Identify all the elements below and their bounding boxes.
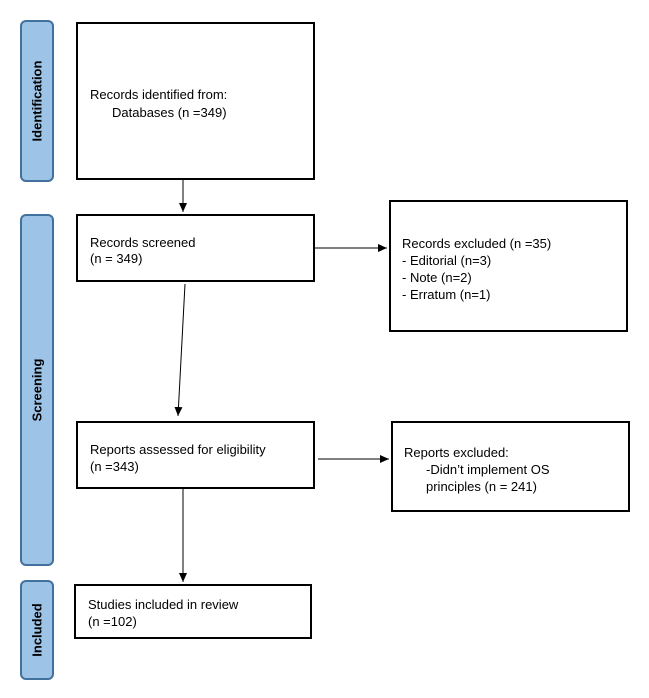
records-identified-count: Databases (n =349) [112, 105, 227, 120]
reports-excluded-count: principles (n = 241) [426, 479, 537, 494]
arrow-screened-to-assessed [174, 283, 186, 417]
studies-included-box: Studies included in review (n =102) [74, 584, 312, 639]
studies-included-count: (n =102) [88, 614, 137, 629]
reports-assessed-label: Reports assessed for eligibility [90, 442, 266, 457]
records-screened-count: (n = 349) [90, 251, 143, 266]
phase-included: Included [20, 580, 54, 680]
reports-assessed-box: Reports assessed for eligibility (n =343… [76, 421, 315, 489]
records-excluded-editorial: - Editorial (n=3) [402, 253, 492, 268]
records-excluded-erratum: - Erratum (n=1) [402, 287, 491, 302]
phase-identification: Identification [20, 20, 54, 182]
reports-excluded-reason: -Didn’t implement OS [426, 462, 550, 477]
reports-excluded-box: Reports excluded: -Didn’t implement OS p… [391, 421, 630, 512]
studies-included-label: Studies included in review [88, 597, 239, 612]
records-excluded-label: Records excluded (n =35) [402, 236, 552, 251]
records-screened-label: Records screened [90, 235, 196, 250]
records-excluded-note: - Note (n=2) [402, 270, 472, 285]
records-identified-label: Records identified from: [90, 87, 228, 102]
records-excluded-box: Records excluded (n =35) - Editorial (n=… [389, 200, 628, 332]
reports-excluded-label: Reports excluded: [404, 445, 509, 460]
records-identified-box: Records identified from: Databases (n =3… [76, 22, 315, 180]
reports-assessed-count: (n =343) [90, 459, 139, 474]
phase-screening: Screening [20, 214, 54, 566]
records-screened-box: Records screened (n = 349) [76, 214, 315, 282]
